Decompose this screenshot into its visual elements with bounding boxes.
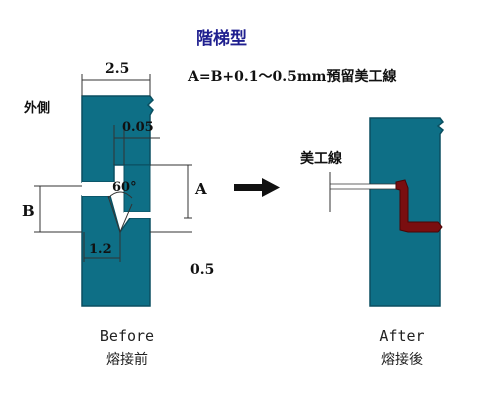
before-caption-en: Before (99, 327, 155, 345)
after-slit (330, 184, 396, 189)
weld-bead (395, 179, 443, 233)
before-caption-zh: 熔接前 (106, 352, 148, 368)
bottom-dimension-label: 0.5 (190, 262, 215, 278)
tip-dimension-label: 1.2 (89, 242, 112, 257)
after-caption-en: After (379, 327, 425, 345)
dimension-b-label: B (22, 202, 35, 220)
width-dimension-label: 2.5 (105, 61, 130, 77)
before-right-block (123, 164, 151, 213)
dimension-a-label: A (195, 180, 207, 198)
angle-label: 60° (112, 180, 137, 195)
before-gap (82, 182, 118, 196)
outer-side-label: 外側 (24, 101, 51, 116)
art-line-label: 美工線 (300, 151, 342, 167)
after-caption-zh: 熔接後 (381, 352, 423, 368)
diagram-title: 階梯型 (196, 29, 247, 49)
gap-dimension-label: 0.05 (122, 120, 154, 135)
before-dimensions (34, 74, 192, 262)
formula-text: A=B+0.1～0.5mm預留美工線 (188, 69, 397, 85)
transition-arrow (234, 178, 280, 197)
before-slit (124, 212, 184, 218)
